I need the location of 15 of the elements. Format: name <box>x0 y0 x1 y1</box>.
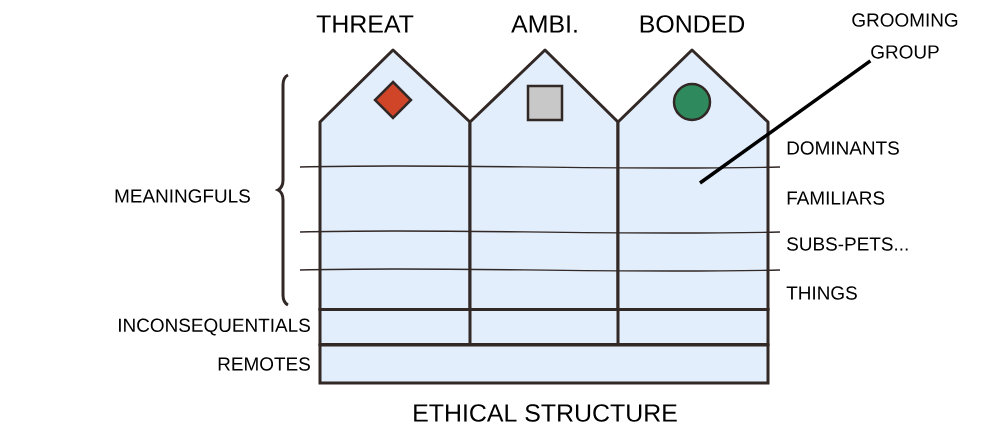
node-label: AMBI. <box>511 15 577 33</box>
row-label: SUBS-PETS... <box>787 237 908 251</box>
row-label: MEANINGFULS <box>115 189 250 203</box>
node-label: BONDED <box>640 15 745 33</box>
band-box <box>318 343 770 385</box>
row-label: THINGS <box>786 286 857 300</box>
node-label: THREAT <box>316 15 414 33</box>
band-label: INCONSEQUENTIALS <box>119 318 310 336</box>
leader-line <box>699 59 872 185</box>
band-label: REMOTES <box>218 357 310 371</box>
caption: ETHICAL STRUCTURE <box>414 404 677 422</box>
row-label: FAMILIARS <box>787 191 885 205</box>
callout-text: GROOMING GROUP <box>852 13 958 59</box>
band-box <box>318 308 770 346</box>
row-label: DOMINANTS <box>787 141 899 155</box>
